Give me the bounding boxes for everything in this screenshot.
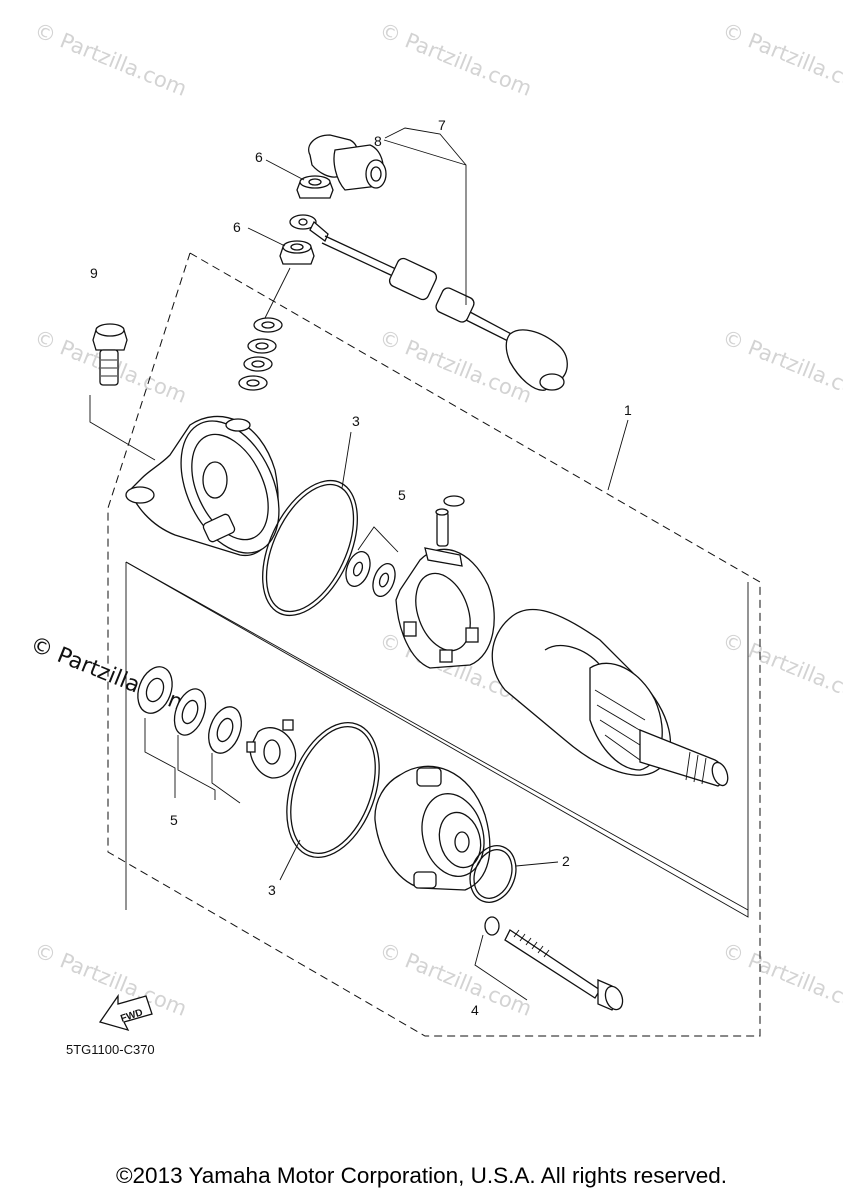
leader-6-lower [247,227,286,247]
o-ring-3-lower [286,722,380,858]
leader-1 [607,419,629,491]
inner-boundary-diag [125,561,749,911]
washer-5-lower-group [137,666,297,779]
assembly-boundary-outer [107,252,761,1037]
leader-8 [383,139,467,166]
diagram-code: 5TG1100-C370 [66,1042,155,1057]
leader-6-upper [265,159,305,181]
fwd-arrow-icon: FWD [98,993,153,1032]
callout-6-lower: 6 [233,219,241,235]
callout-5-lower: 5 [170,812,178,828]
callout-9: 9 [90,265,98,281]
brush-holder-plate [395,495,495,669]
leader-bolt-9 [89,395,156,461]
leader-5-lower-c [211,753,241,804]
washer-5-upper-b [372,563,396,597]
bolt-9 [92,323,128,386]
front-cover [374,765,491,891]
bolt-4 [484,916,624,1011]
callout-1: 1 [624,402,632,418]
washer-stack [238,317,283,391]
callout-4: 4 [471,1002,479,1018]
leader-5-lower-a [144,718,176,798]
leader-4 [474,934,528,1001]
o-ring-2 [469,845,517,903]
o-ring-4 [484,916,500,936]
terminal-o-ring [443,495,465,507]
callout-2: 2 [562,853,570,869]
assembly-boundary-inner [125,561,749,918]
nut-upper [296,175,334,199]
washer-5-upper-a [345,551,371,587]
copyright-notice: ©2013 Yamaha Motor Corporation, U.S.A. A… [115,1163,728,1188]
callout-5-upper: 5 [398,487,406,503]
rear-cover [125,415,280,556]
leader-3-upper [341,431,352,489]
callout-3-upper: 3 [352,413,360,429]
leader-2 [515,861,559,867]
o-ring-3-upper [262,479,358,617]
leader-7 [384,127,467,305]
callout-7: 7 [438,117,446,133]
nut-lower [279,240,315,265]
armature [491,608,729,787]
callout-3-lower: 3 [268,882,276,898]
leader-3-lower [279,839,301,881]
leader-5-lower-b [177,735,216,800]
callout-8: 8 [374,133,382,149]
leader-5-upper [357,526,399,553]
leader-nut-washers [264,267,291,319]
starter-lead-wire [289,134,568,391]
callout-6-upper: 6 [255,149,263,165]
